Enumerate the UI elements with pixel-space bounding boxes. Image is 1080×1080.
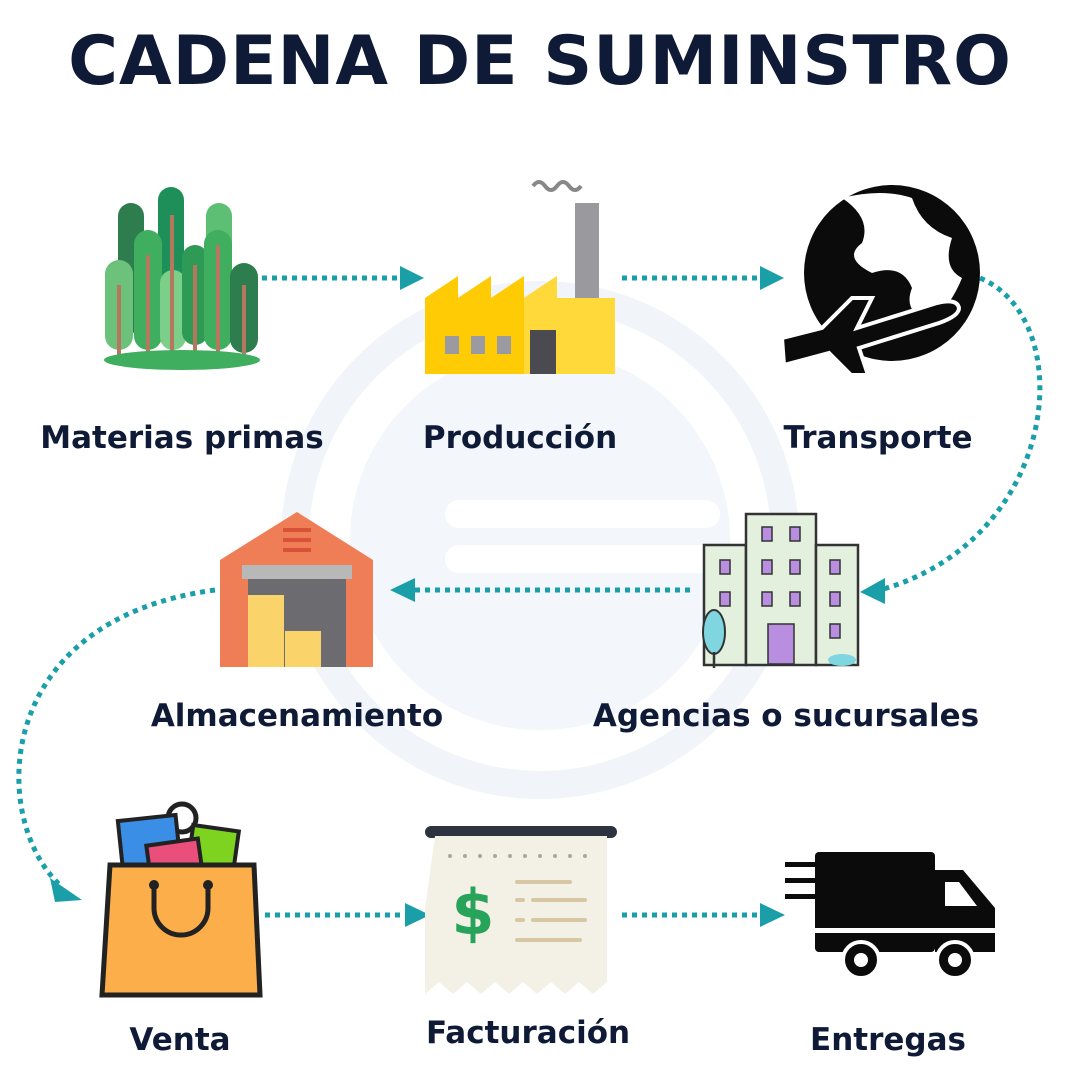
delivery-truck-icon [785, 852, 997, 980]
arrowhead-1 [400, 266, 424, 290]
forest-icon [104, 187, 260, 370]
arrowhead-3 [860, 578, 885, 604]
arrowhead-7 [760, 903, 785, 927]
arrowhead-2 [760, 266, 784, 290]
step-label-almacenamiento: Almacenamiento [150, 698, 444, 734]
shopping-bag-icon [99, 801, 263, 998]
step-label-agencias: Agencias o sucursales [592, 698, 980, 734]
arrowhead-6 [405, 903, 430, 927]
step-label-facturacion: Facturación [425, 1015, 631, 1051]
page-title: CADENA DE SUMINSTRO [68, 22, 1012, 101]
svg-text:$: $ [451, 876, 494, 949]
step-label-materias-primas: Materias primas [40, 420, 324, 456]
arrowhead-4 [390, 578, 415, 602]
step-label-produccion: Producción [422, 420, 618, 456]
receipt-icon: $ [425, 826, 617, 994]
globe-airplane-icon [782, 185, 980, 373]
connector-3 [879, 275, 1043, 593]
step-label-transporte: Transporte [783, 420, 973, 456]
warehouse-icon [220, 512, 373, 667]
arrowhead-5 [50, 878, 82, 902]
factory-icon [425, 180, 615, 374]
step-label-venta: Venta [129, 1022, 231, 1058]
step-label-entregas: Entregas [810, 1022, 966, 1058]
office-buildings-icon [702, 512, 860, 668]
connector-5 [16, 587, 216, 887]
